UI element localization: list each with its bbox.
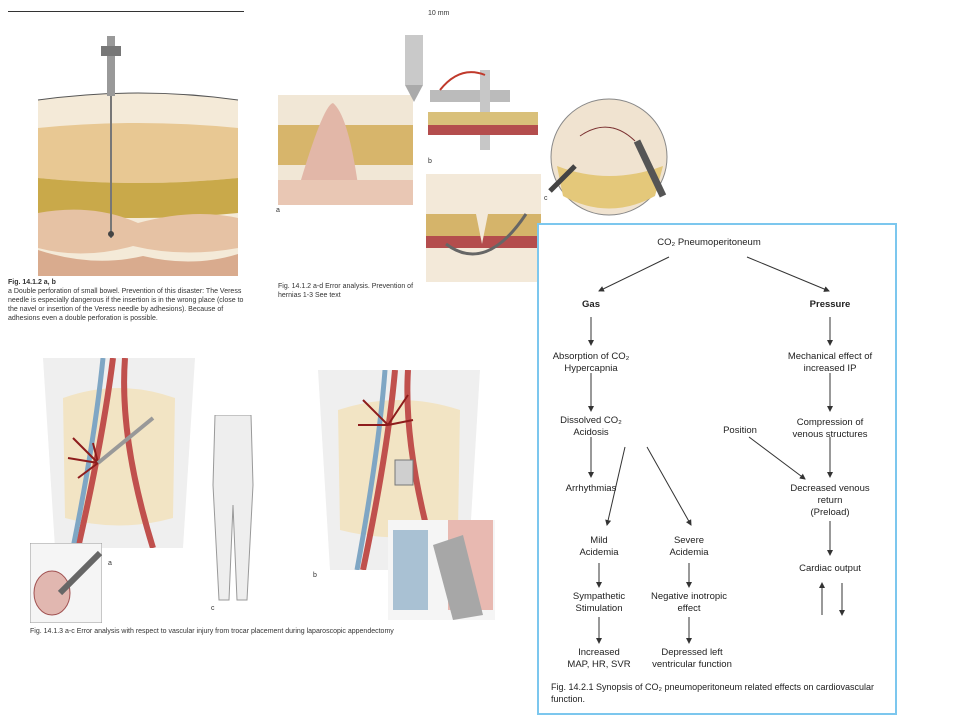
trocar-illustration — [405, 35, 538, 150]
endoscopic-view-illustration — [548, 98, 668, 216]
figure-3-caption: Fig. 14.1.3 a-c Error analysis with resp… — [30, 628, 394, 635]
flow-node-mild-acidemia: Mild Acidemia — [559, 535, 639, 559]
flow-node-mild-line2: Acidemia — [579, 547, 619, 558]
flowchart-panel: CO₂ Pneumoperitoneum Gas Pressure Absorp… — [537, 223, 897, 715]
flow-node-dissolved: Dissolved CO₂ Acidosis — [541, 415, 641, 439]
veress-needle-illustration — [37, 36, 239, 276]
flow-node-compression-line1: Compression of — [796, 417, 864, 428]
flow-node-decreased-line3: (Preload) — [810, 507, 850, 518]
flow-node-pneumoperitoneum: CO₂ Pneumoperitoneum — [657, 237, 761, 248]
figure-3-label-b: b — [313, 572, 317, 579]
flow-node-mechanical-line1: Mechanical effect of — [787, 351, 873, 362]
header-rule — [8, 11, 244, 12]
flowchart-arrows — [588, 256, 845, 644]
figure-3-label-c: c — [211, 605, 215, 612]
flow-node-sympathetic: Sympathetic Stimulation — [549, 591, 649, 615]
flow-node-negative-inotropic: Negative inotropic effect — [639, 591, 739, 615]
flow-node-absorption-line2: Hypercapnia — [564, 363, 618, 374]
flow-node-decreased-line2: return — [817, 495, 843, 506]
flow-node-increased-line1: Increased — [578, 647, 620, 658]
abdomen-vascular-injury-illustration — [43, 358, 195, 548]
figure-3-label-a: a — [108, 560, 112, 567]
flow-node-compression: Compression of venous structures — [775, 417, 885, 441]
flow-node-absorption: Absorption of CO₂ Hypercapnia — [541, 351, 641, 375]
flow-node-dissolved-line1: Dissolved CO₂ — [560, 415, 622, 426]
flow-node-gas: Gas — [582, 299, 600, 310]
flow-node-pressure: Pressure — [809, 299, 851, 310]
flow-node-dissolved-line2: Acidosis — [573, 427, 609, 438]
flow-node-negative-line2: effect — [677, 603, 701, 614]
flow-node-increased-map: Increased MAP, HR, SVR — [549, 647, 649, 671]
vessel-trocar-inset-illustration — [388, 520, 495, 620]
flow-node-severe-line2: Acidemia — [669, 547, 709, 558]
figure-2-measure: 10 mm — [428, 10, 450, 17]
flow-node-increased-line2: MAP, HR, SVR — [567, 659, 631, 670]
flow-node-severe-acidemia: Severe Acidemia — [649, 535, 729, 559]
flow-node-mechanical: Mechanical effect of increased IP — [775, 351, 885, 375]
flow-node-negative-line1: Negative inotropic — [650, 591, 728, 602]
figure-2-label-c: c — [544, 195, 548, 202]
flow-node-depressed-lv: Depressed left ventricular function — [637, 647, 747, 671]
flow-node-depressed-line1: Depressed left — [661, 647, 723, 658]
flow-node-decreased-venous-return: Decreased venous return (Preload) — [775, 483, 885, 519]
flow-node-absorption-line1: Absorption of CO₂ — [552, 351, 630, 362]
flow-node-decreased-line1: Decreased venous — [790, 483, 870, 494]
body-figure-illustration — [212, 415, 254, 601]
figure-1-caption-body: a Double perforation of small bowel. Pre… — [8, 288, 244, 322]
figure-1-caption: Fig. 14.1.2 a, b a Double perforation of… — [8, 278, 253, 323]
flow-node-mechanical-line2: increased IP — [803, 363, 857, 374]
hernia-closure-illustration — [426, 174, 541, 282]
flow-node-cardiac-output: Cardiac output — [799, 563, 861, 574]
flowchart-caption: Fig. 14.2.1 Synopsis of CO₂ pneumoperito… — [551, 682, 875, 704]
hernia-tissue-illustration — [278, 95, 413, 205]
flow-node-arrhythmias: Arrhythmias — [565, 483, 617, 494]
flow-node-sympathetic-line2: Stimulation — [575, 603, 623, 614]
flow-node-severe-line1: Severe — [673, 535, 705, 546]
vessel-inset-illustration — [30, 543, 102, 623]
figure-1-caption-title: Fig. 14.1.2 a, b — [8, 279, 56, 286]
figure-2-label-a: a — [276, 207, 280, 214]
flow-node-mild-line1: Mild — [590, 535, 608, 546]
figure-2-label-b: b — [428, 158, 432, 165]
flow-node-sympathetic-line1: Sympathetic — [572, 591, 626, 602]
figure-2-caption: Fig. 14.1.2 a-d Error analysis. Preventi… — [278, 283, 414, 299]
flow-node-position: Position — [723, 425, 757, 436]
flow-node-compression-line2: venous structures — [792, 429, 868, 440]
flow-node-depressed-line2: ventricular function — [652, 659, 732, 670]
